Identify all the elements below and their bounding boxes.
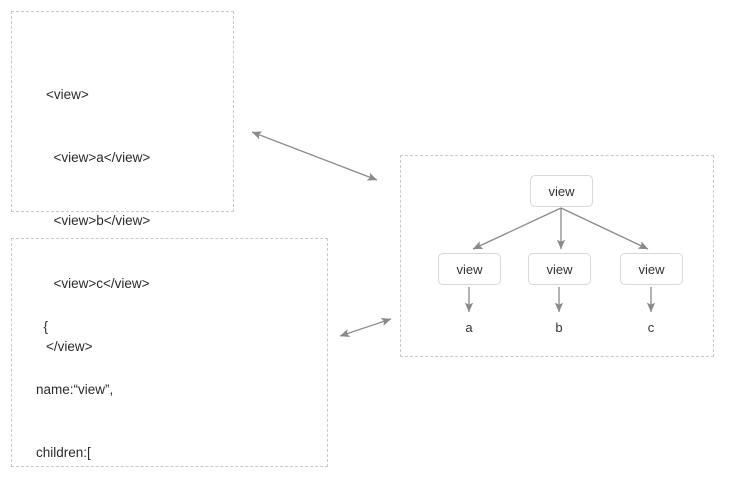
tree-node-child-1: view [528,253,591,285]
markup-panel [11,11,234,212]
tree-node-label: view [546,261,573,277]
tree-node-label: view [548,183,575,199]
json-code-line: { [36,319,49,334]
json-tree-connector-line [339,318,392,337]
markup-code-line: </view> [46,339,93,354]
tree-node-root: view [530,175,593,207]
markup-code-line: <view>a</view> [46,150,151,165]
markup-code-line: <view>b</view> [46,213,151,228]
tree-node-label: view [456,261,483,277]
tree-leaf-text-c: c [647,320,655,335]
json-panel [11,238,328,467]
tree-node-label: view [638,261,665,277]
markup-code-block: <view> <view>a</view> <view>b</view> <vi… [46,42,150,399]
tree-leaf-text-b: b [555,320,563,335]
markup-code-line: <view> [46,87,89,102]
tree-node-child-0: view [438,253,501,285]
tree-panel [400,155,714,357]
markup-tree-connector-line [251,131,378,181]
json-code-line: name:“view”, [36,382,114,397]
tree-node-child-2: view [620,253,683,285]
markup-code-line: <view>c</view> [46,276,150,291]
json-code-block: { name:“view”, children:[ {name:“view”,c… [36,274,243,491]
json-code-line: children:[ [36,445,91,460]
tree-leaf-text-a: a [465,320,473,335]
